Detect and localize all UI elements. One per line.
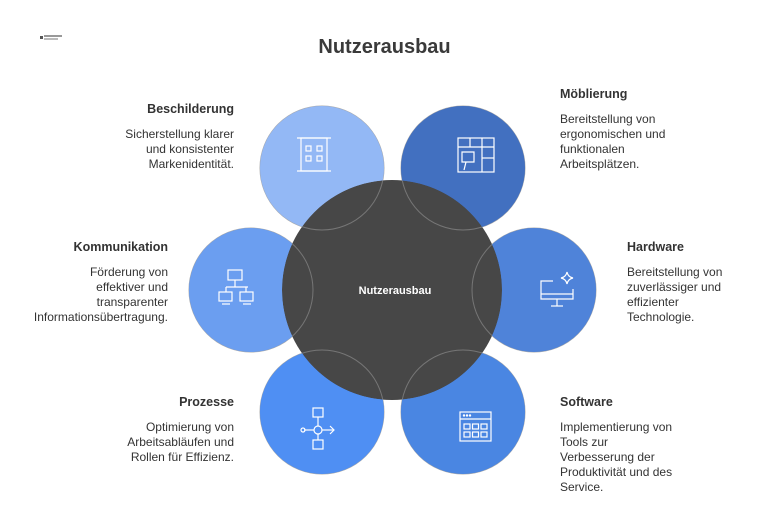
- building-icon: [297, 137, 331, 172]
- flowchart-icon: [300, 407, 335, 450]
- desc-moeblierung: Bereitstellung von ergonomischen und fun…: [560, 112, 666, 171]
- label-kommunikation: Kommunikation Förderung von effektiver u…: [0, 240, 168, 325]
- desc-hardware: Bereitstellung von zuverlässiger und eff…: [627, 265, 723, 324]
- desc-kommunikation: Förderung von effektiver und transparent…: [33, 265, 168, 324]
- label-beschilderung: Beschilderung Sicherstellung klarer und …: [74, 102, 234, 172]
- title-software: Software: [560, 395, 613, 409]
- label-prozesse: Prozesse Optimierung von Arbeitsabläufen…: [74, 395, 234, 465]
- title-hardware: Hardware: [627, 240, 684, 254]
- office-floorplan-icon: [457, 137, 495, 173]
- title-prozesse: Prozesse: [179, 395, 234, 409]
- logo: [40, 29, 62, 40]
- desc-prozesse: Optimierung von Arbeitsabläufen und Roll…: [127, 420, 234, 464]
- app-grid-icon: [459, 411, 492, 442]
- label-software: Software Implementierung von Tools zur V…: [560, 395, 730, 495]
- page-title: Nutzerausbau: [318, 36, 451, 58]
- title-beschilderung: Beschilderung: [147, 102, 234, 116]
- title-kommunikation: Kommunikation: [73, 240, 168, 254]
- title-moeblierung: Möblierung: [560, 87, 628, 101]
- center-label: Nutzerausbau: [359, 285, 432, 297]
- center-circle: [282, 180, 502, 400]
- desc-beschilderung: Sicherstellung klarer und konsistenter M…: [125, 127, 234, 171]
- network-icon: [218, 269, 254, 305]
- desc-software: Implementierung von Tools zur Verbesseru…: [560, 420, 673, 494]
- monitor-sparkle-icon: [540, 271, 574, 307]
- label-moeblierung: Möblierung Bereitstellung von ergonomisc…: [560, 87, 730, 172]
- label-hardware: Hardware Bereitstellung von zuverlässige…: [627, 240, 762, 325]
